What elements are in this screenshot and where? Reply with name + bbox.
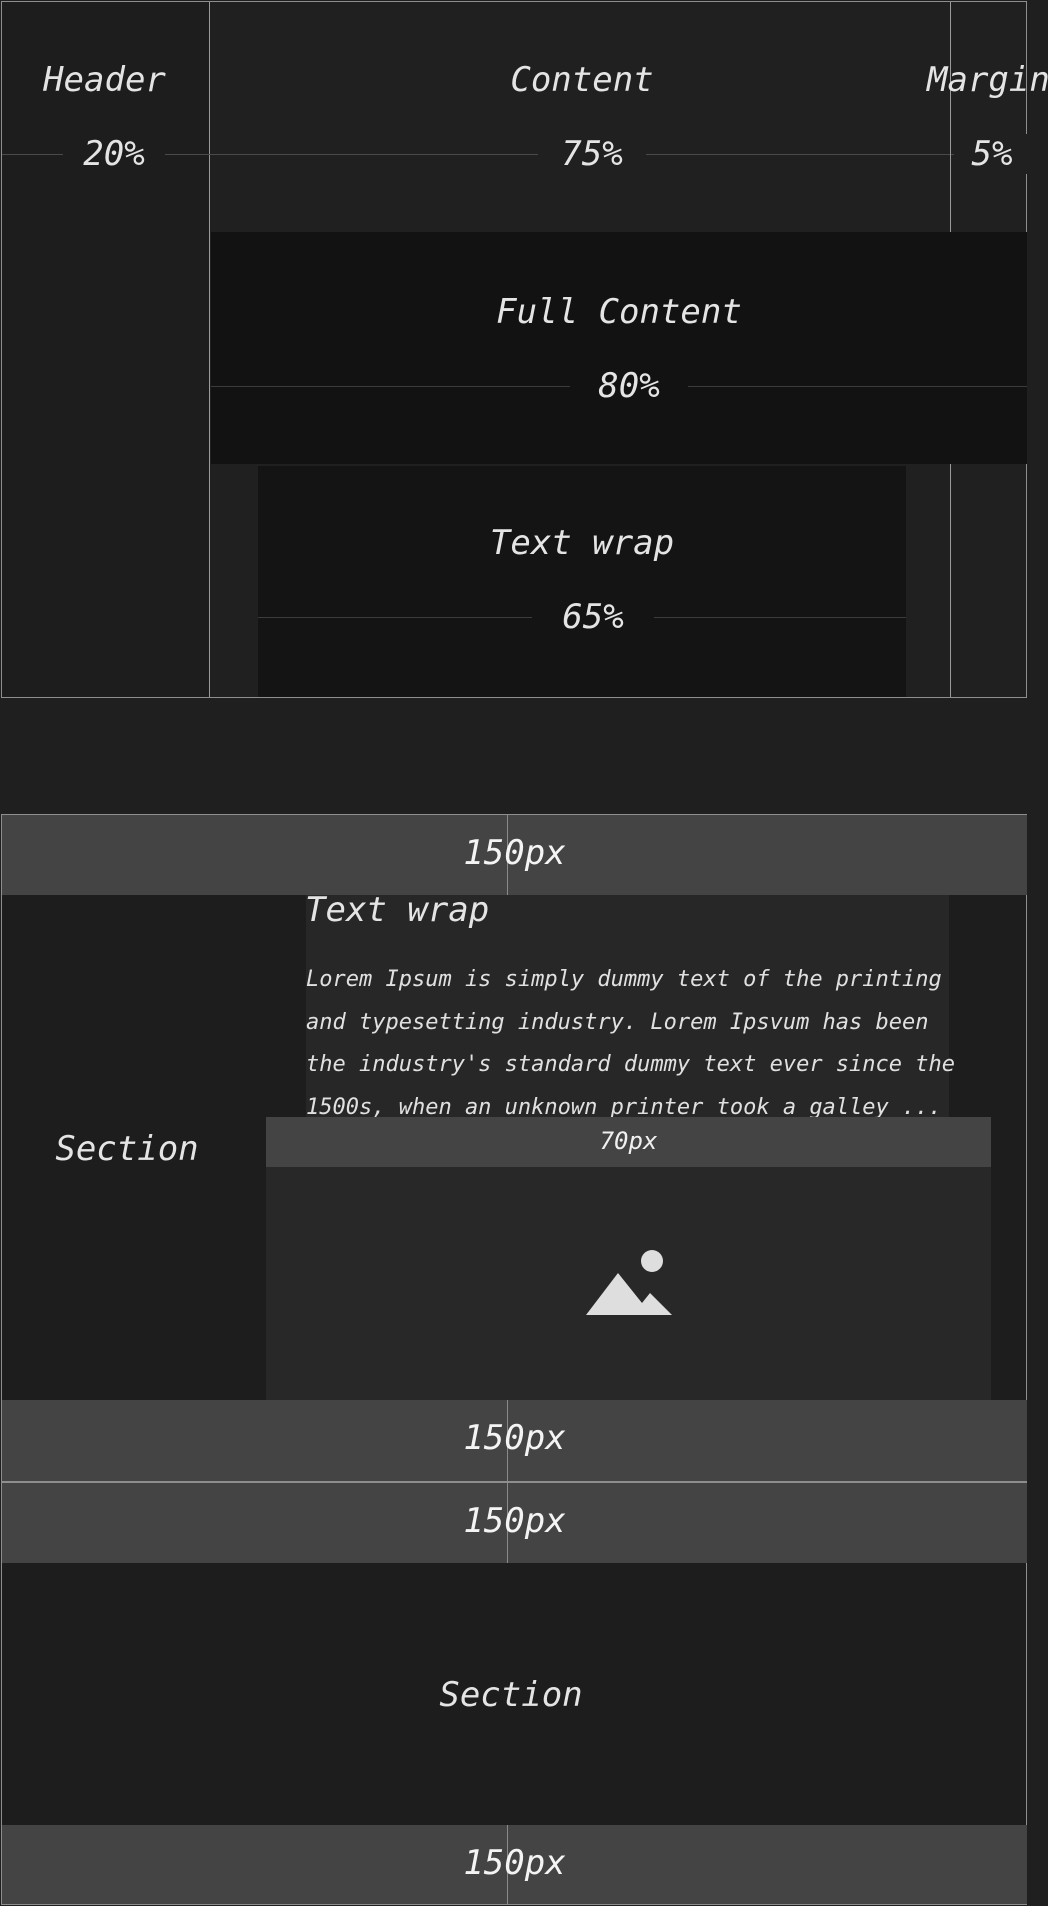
top-measure-line <box>2 154 950 155</box>
section2-label: Section <box>439 1675 583 1715</box>
content-percent: 75% <box>538 134 646 174</box>
image-band: 70px <box>266 1117 991 1167</box>
section2-bottom-band: 150px <box>2 1825 1027 1904</box>
section2-top-band-label: 150px <box>463 1501 566 1541</box>
section1-label: Section <box>55 1129 199 1169</box>
layout-diagram-top: Header 20% Content 75% Margin 5% Full Co… <box>1 1 1048 698</box>
header-label: Header <box>43 60 166 100</box>
content-label: Content <box>510 60 654 100</box>
section-separator <box>2 1481 1026 1483</box>
band-tick <box>507 815 508 895</box>
section2-top-band: 150px <box>2 1483 1027 1563</box>
header-column <box>2 2 210 697</box>
section1-top-band: 150px <box>2 815 1027 895</box>
full-content-percent: 80% <box>570 366 688 406</box>
full-content-label: Full Content <box>496 292 742 332</box>
text-wrap-block <box>306 895 949 1117</box>
band-tick <box>507 1400 508 1481</box>
section1-bottom-band-label: 150px <box>463 1418 566 1458</box>
image-band-label: 70px <box>599 1127 658 1155</box>
layout-diagram-bottom: 150px Section Text wrap Lorem Ipsum is s… <box>1 814 1027 1905</box>
section1-top-band-label: 150px <box>463 833 566 873</box>
margin-percent: 5% <box>954 134 1030 174</box>
text-wrap-label: Text wrap <box>489 523 675 563</box>
text-wrap-percent: 65% <box>532 597 654 637</box>
band-tick <box>507 1825 508 1904</box>
margin-label: Margin <box>927 60 1048 100</box>
section1-bottom-band: 150px <box>2 1400 1027 1481</box>
margin-divider-upper <box>950 2 951 232</box>
band-tick <box>507 1483 508 1563</box>
text-wrap-paragraph: Lorem Ipsum is simply dummy text of the … <box>306 967 956 1120</box>
section2-bottom-band-label: 150px <box>463 1843 566 1883</box>
header-percent: 20% <box>63 134 165 174</box>
text-wrap-title: Text wrap <box>305 890 490 930</box>
full-content-panel <box>211 232 1027 464</box>
margin-divider-lower <box>950 464 951 697</box>
image-placeholder-icon <box>586 1250 672 1315</box>
header-divider <box>209 2 210 697</box>
text-wrap-panel <box>258 466 906 697</box>
